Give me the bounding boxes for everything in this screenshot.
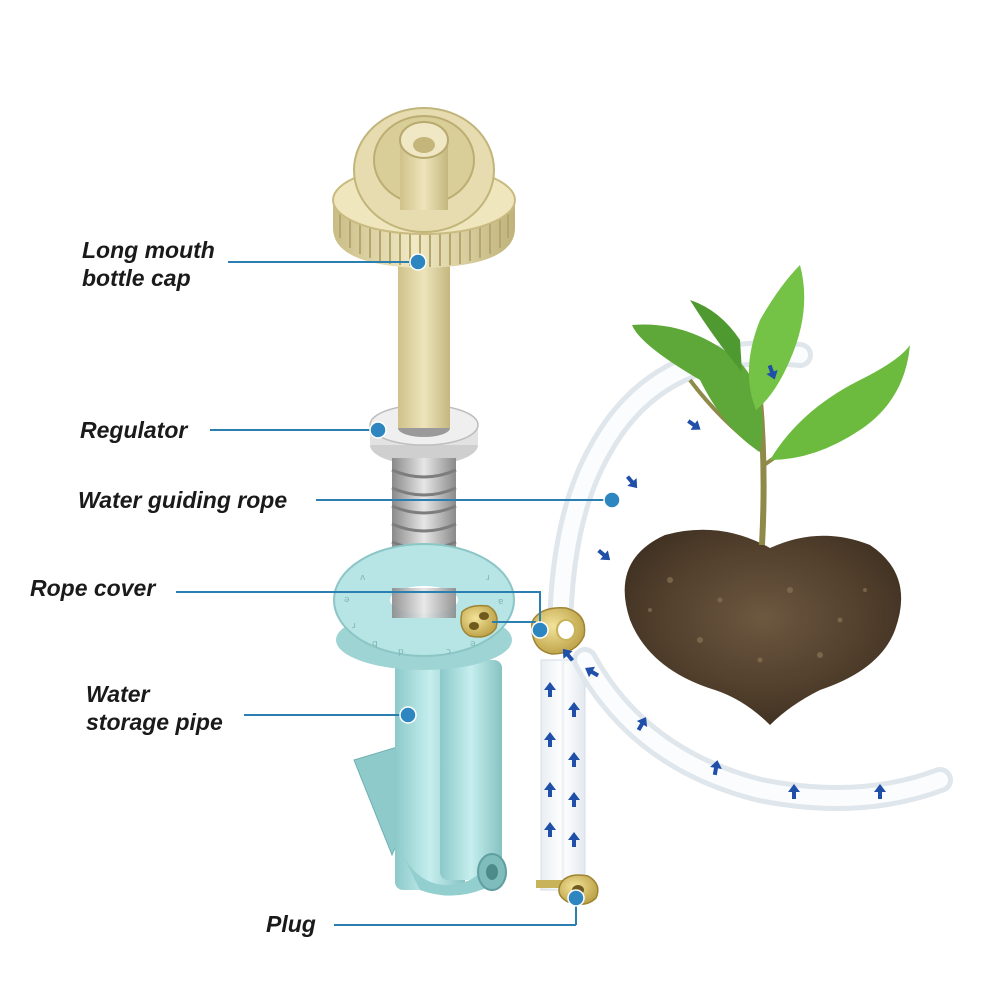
callout-dot-icon	[532, 622, 548, 638]
label-cap-line-2: bottle cap	[82, 264, 215, 292]
svg-text:ɹ: ɹ	[486, 573, 490, 583]
callout-dot-icon	[568, 890, 584, 906]
label-water-guiding-rope: Water guiding rope	[78, 486, 287, 514]
label-water-storage-pipe: Water storage pipe	[86, 680, 223, 736]
label-storage-line-2: storage pipe	[86, 708, 223, 736]
callout-dot-icon	[370, 422, 386, 438]
svg-text:ɹ: ɹ	[352, 621, 356, 631]
callout-dot-icon	[410, 254, 426, 270]
flow-arrow-icon	[685, 416, 704, 434]
rope-cover-part	[461, 606, 497, 637]
label-storage-line-1: Water	[86, 680, 223, 708]
svg-text:ɐ: ɐ	[498, 597, 503, 607]
svg-text:ɔ: ɔ	[446, 647, 451, 657]
label-regulator: Regulator	[80, 416, 187, 444]
svg-text:ʌ: ʌ	[360, 573, 366, 583]
flow-arrow-icon	[595, 546, 614, 565]
label-cap-line-1: Long mouth	[82, 236, 215, 264]
svg-text:ǝ: ǝ	[344, 595, 350, 605]
callout-dot-icon	[604, 492, 620, 508]
label-long-mouth-bottle-cap: Long mouth bottle cap	[82, 236, 215, 292]
svg-text:ǝ: ǝ	[470, 639, 476, 649]
svg-text:q: q	[372, 639, 378, 649]
callout-dot-icon	[400, 707, 416, 723]
drip-tube	[541, 660, 585, 890]
label-plug: Plug	[266, 910, 316, 938]
water-storage-pipe: ǝɹq pɔǝ ɟɐʌ ɹ	[334, 544, 514, 896]
flow-arrow-icon	[623, 473, 642, 492]
svg-text:p: p	[398, 647, 404, 657]
label-rope-cover: Rope cover	[30, 574, 155, 602]
plant	[625, 265, 910, 725]
bottle-cap	[333, 108, 515, 432]
